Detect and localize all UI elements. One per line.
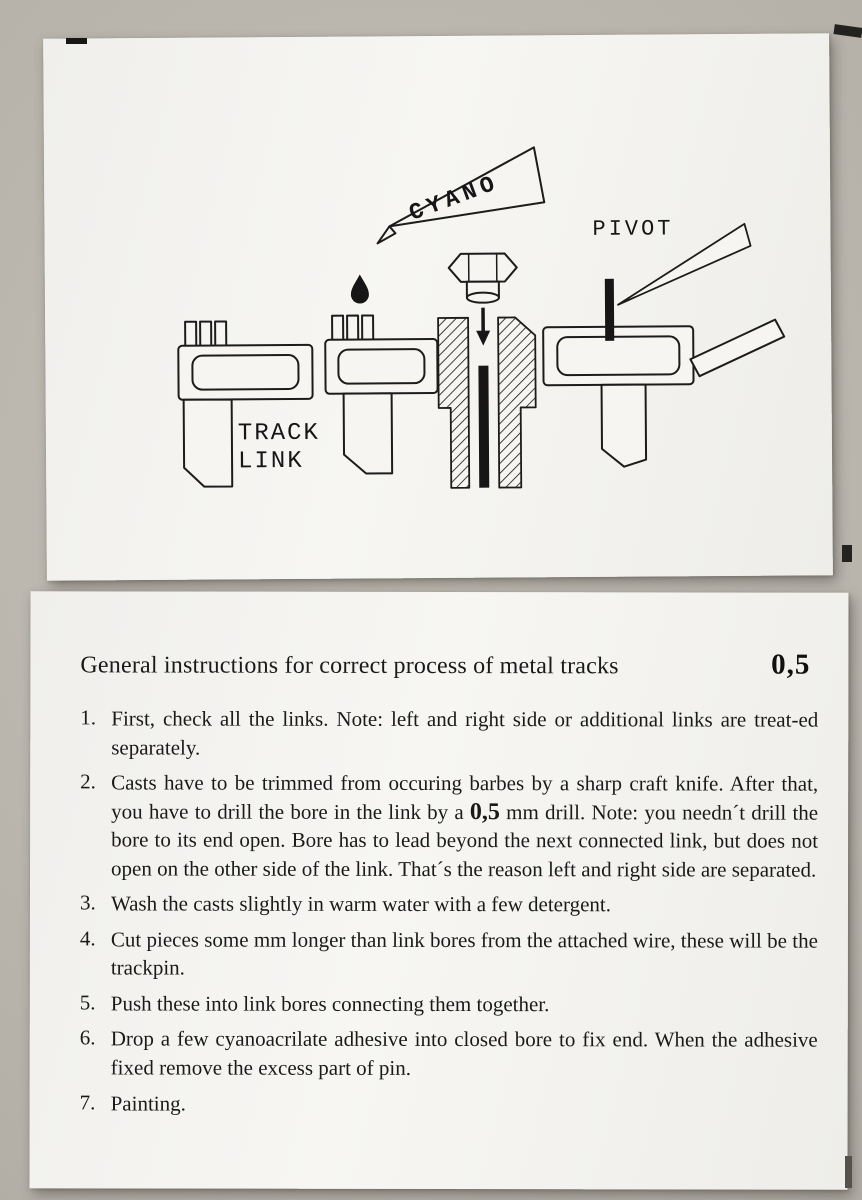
link-body-lower xyxy=(182,398,234,488)
text-segment: Painting. xyxy=(110,1090,186,1116)
link-bar-diagonal xyxy=(689,318,786,378)
item-number: 3. xyxy=(79,890,96,915)
item-text: Drop a few cyanoacrilate adhesive into c… xyxy=(111,1025,818,1083)
item-number: 1. xyxy=(80,705,97,730)
instructions-sheet: General instructions for correct process… xyxy=(29,591,849,1190)
link-plate-opening xyxy=(191,354,300,391)
track-assembly-diagram: CYANO PIVOT TRACK LINK xyxy=(177,146,786,489)
list-item: 2. Casts have to be trimmed from occuring… xyxy=(80,768,818,883)
cyano-label: CYANO xyxy=(406,170,503,227)
guide-tooth xyxy=(346,314,360,343)
item-number: 4. xyxy=(79,926,96,951)
glue-bottle-tip xyxy=(376,225,397,245)
crop-mark xyxy=(845,1156,852,1188)
sheet-header: General instructions for correct process… xyxy=(30,591,848,681)
drill-size-callout: 0,5 xyxy=(771,648,811,681)
instruction-list: 1. First, check all the links. Note: left… xyxy=(30,680,849,1119)
item-number: 7. xyxy=(79,1089,96,1114)
sheet-title: General instructions for correct process… xyxy=(80,652,619,680)
track-link-label-line1: TRACK xyxy=(238,420,320,448)
cap-base xyxy=(465,291,500,304)
section-hatch-right xyxy=(497,316,537,489)
glue-bottle xyxy=(376,146,546,245)
list-item: 7. Painting. xyxy=(80,1089,818,1119)
link-plate-opening xyxy=(337,348,426,385)
cap-hex-head xyxy=(447,252,518,283)
diagram-sheet: CYANO PIVOT TRACK LINK xyxy=(43,33,833,581)
guide-tooth xyxy=(361,314,375,343)
text-segment: Drop a few cyanoacrilate adhesive into c… xyxy=(110,1026,818,1080)
text-segment: Push these into link bores connecting th… xyxy=(110,991,550,1017)
list-item: 5. Push these into link bores connecting … xyxy=(80,989,818,1019)
item-text: First, check all the links. Note: left a… xyxy=(111,704,818,762)
item-text: Painting. xyxy=(111,1089,818,1119)
list-item: 6. Drop a few cyanoacrilate adhesive into… xyxy=(80,1025,818,1083)
item-text: Wash the casts slightly in warm water wi… xyxy=(111,890,818,920)
track-link-right xyxy=(542,318,786,468)
crop-mark xyxy=(66,38,87,44)
item-text: Cut pieces some mm longer than link bore… xyxy=(111,925,818,983)
sectioned-link xyxy=(437,316,537,489)
crop-mark xyxy=(833,24,862,38)
section-hatch-left xyxy=(437,316,471,489)
insert-arrow-head xyxy=(476,330,491,346)
track-link-left xyxy=(177,320,314,488)
track-link-middle xyxy=(324,314,439,475)
guide-tooth xyxy=(199,320,213,349)
link-body-lower xyxy=(600,383,648,468)
list-item: 3. Wash the casts slightly in warm water … xyxy=(80,890,818,920)
glue-bottle-body xyxy=(388,146,546,228)
link-body-lower xyxy=(342,392,394,475)
crop-mark xyxy=(842,545,852,562)
track-link-label-line2: LINK xyxy=(238,448,304,475)
item-number: 2. xyxy=(80,769,96,794)
track-pin-in-bore xyxy=(478,365,490,488)
item-text: Push these into link bores connecting th… xyxy=(111,989,818,1019)
item-number: 6. xyxy=(79,1025,96,1050)
item-number: 5. xyxy=(79,990,96,1015)
link-plate-opening xyxy=(556,335,681,377)
drill-size-inline: 0,5 xyxy=(469,798,500,825)
guide-tooth xyxy=(331,314,345,343)
guide-tooth xyxy=(184,320,198,349)
glue-drop xyxy=(350,274,369,304)
text-segment: Wash the casts slightly in warm water wi… xyxy=(110,891,612,917)
text-segment: First, check all the links. Note: left a… xyxy=(111,706,819,760)
pivot-pin xyxy=(604,278,615,341)
item-text: Casts have to be trimmed from occuring b… xyxy=(111,769,818,884)
pivot-label: PIVOT xyxy=(592,216,673,242)
list-item: 1. First, check all the links. Note: left… xyxy=(80,704,818,762)
guide-tooth xyxy=(214,320,228,349)
text-segment: Cut pieces some mm longer than link bore… xyxy=(110,927,818,980)
pivot-tool xyxy=(617,222,752,306)
end-cap xyxy=(447,252,518,304)
list-item: 4. Cut pieces some mm longer than link bo… xyxy=(80,925,818,983)
